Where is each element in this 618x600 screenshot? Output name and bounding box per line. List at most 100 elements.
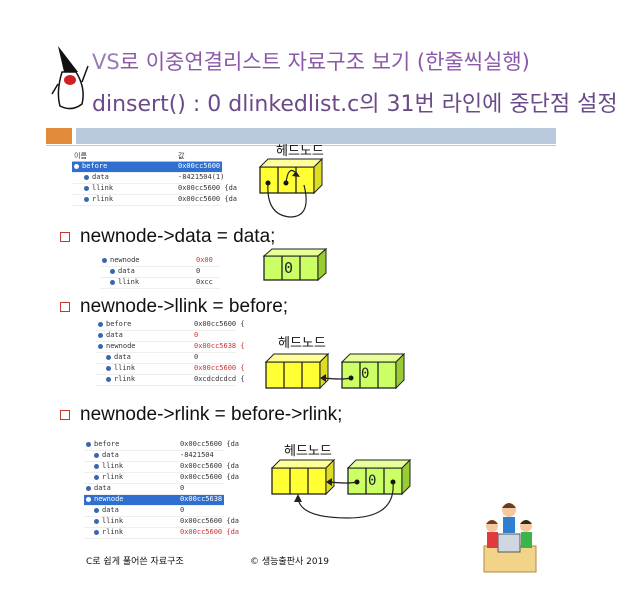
watch-row[interactable]: llink 0xcc (100, 278, 220, 289)
var-value: 0x00cc5600 {da (180, 528, 240, 536)
watch-row[interactable]: before 0x00cc5600 {da (84, 440, 239, 451)
watch-row[interactable]: data 0 (96, 331, 236, 342)
duke-logo-icon (51, 46, 89, 110)
var-name: rlink (114, 375, 136, 383)
new-node-value: 0 (284, 259, 294, 277)
var-value: 0 (196, 267, 201, 275)
var-name: data (106, 331, 123, 339)
kids-computer-illustration (483, 503, 537, 573)
watch-row[interactable]: llink 0x00cc5600 {da (84, 517, 239, 528)
variable-icon (86, 485, 91, 491)
bullet-item-2: newnode->llink = before; (60, 296, 288, 318)
var-name: rlink (92, 195, 114, 203)
var-value: 0x00cc5600 {da (178, 162, 238, 170)
var-value: -8421504 (180, 451, 214, 459)
watch-row[interactable]: rlink 0xcdcdcdcd { (96, 375, 245, 386)
variable-icon (94, 463, 99, 469)
var-name: before (94, 440, 120, 448)
head-node-label: 헤드노드 (276, 144, 324, 159)
var-name: data (114, 353, 131, 361)
var-value: 0x00cc5600 { (194, 320, 245, 328)
var-name: llink (118, 278, 140, 286)
divider-line (46, 145, 556, 146)
watch-row[interactable]: data 0 (84, 506, 224, 517)
var-name: before (82, 162, 108, 170)
watch-row[interactable]: rlink 0x00cc5600 {da (84, 528, 239, 539)
footer-book-title: C로 쉽게 풀어쓴 자료구조 (86, 557, 184, 567)
var-name: before (106, 320, 132, 328)
watch-row[interactable]: before 0x00cc5600 { (96, 320, 245, 331)
variable-icon (110, 268, 115, 274)
bullet-square-icon (60, 409, 70, 420)
variable-icon (94, 507, 99, 513)
bullet-text: newnode->data = data; (80, 226, 276, 247)
variable-icon (86, 496, 91, 502)
var-value: 0x00cc5638 {d (180, 495, 235, 503)
new-node-value: 0 (368, 473, 377, 489)
watch-window-1: 이름 값 before 0x00cc5600 {da data -8421504… (72, 151, 237, 206)
bullet-item-1: newnode->data = data; (60, 226, 275, 248)
watch-row[interactable]: newnode 0x00cc5638 { (96, 342, 245, 353)
watch-row[interactable]: data 0 (84, 484, 224, 495)
var-value: 0xcc (196, 278, 213, 286)
var-value: 0 (180, 506, 185, 514)
var-name: data (118, 267, 135, 275)
accent-bar-orange (46, 128, 72, 144)
title-rest: 로 이중연결리스트 자료구조 보기 (한줄씩실행) (119, 50, 530, 74)
watch-window-3: before 0x00cc5600 { data 0 newnode 0x00c… (96, 320, 245, 386)
var-name: newnode (110, 256, 140, 264)
variable-icon (74, 163, 79, 169)
bullet-text: newnode->llink = before; (80, 296, 289, 317)
variable-icon (84, 196, 89, 202)
head-node-label: 헤드노드 (278, 336, 326, 351)
variable-icon (106, 354, 111, 360)
watch-row[interactable]: llink 0x00cc5600 { (96, 364, 245, 375)
watch-row[interactable]: llink 0x00cc5600 {da (72, 184, 237, 195)
slide-title-line1: VS로 이중연결리스트 자료구조 보기 (한줄씩실행) (92, 46, 530, 76)
var-name: data (102, 506, 119, 514)
var-name: data (102, 451, 119, 459)
watch-row[interactable]: rlink 0x00cc5600 {da (84, 473, 239, 484)
linked-nodes-diagram-3 (264, 352, 406, 390)
watch-row[interactable]: rlink 0x00cc5600 {da (72, 195, 237, 206)
var-value: 0 (180, 484, 185, 492)
watch-row[interactable]: newnode 0x00 (100, 256, 220, 267)
head-node-label: 헤드노드 (284, 444, 332, 459)
variable-icon (102, 257, 107, 263)
watch-header-name: 이름 (74, 152, 87, 160)
var-name: llink (114, 364, 136, 372)
var-name: llink (92, 184, 114, 192)
watch-row-selected[interactable]: newnode 0x00cc5638 {d (84, 495, 235, 506)
variable-icon (94, 452, 99, 458)
bullet-square-icon (60, 301, 70, 312)
new-node-diagram-2 (262, 247, 328, 282)
bullet-text: newnode->rlink = before->rlink; (80, 404, 343, 425)
slide-title-line2: dinsert() : 0 dlinkedlist.c의 31번 라인에 중단점… (92, 92, 618, 117)
var-value: 0 (194, 353, 199, 361)
watch-row[interactable]: data -8421504 (84, 451, 224, 462)
variable-icon (94, 518, 99, 524)
watch-row[interactable]: llink 0x00cc5600 {da (84, 462, 239, 473)
watch-window-2: newnode 0x00 data 0 llink 0xcc (100, 256, 220, 289)
variable-icon (94, 474, 99, 480)
bullet-item-3: newnode->rlink = before->rlink; (60, 404, 342, 426)
watch-header: 이름 값 (72, 151, 222, 162)
var-name: rlink (102, 473, 124, 481)
watch-row[interactable]: data -8421504(1) (72, 173, 224, 184)
variable-icon (106, 376, 111, 382)
watch-row[interactable]: before 0x00cc5600 {da (72, 162, 237, 173)
watch-row[interactable]: data 0 (100, 267, 220, 278)
var-value: 0x00cc5600 { (194, 364, 245, 372)
var-value: 0x00cc5638 { (194, 342, 245, 350)
var-name: data (92, 173, 109, 181)
linked-nodes-diagram-4 (270, 458, 412, 519)
head-node-diagram-1 (258, 157, 324, 218)
variable-icon (84, 174, 89, 180)
var-value: 0x00cc5600 {da (178, 184, 238, 192)
variable-icon (110, 279, 115, 285)
variable-icon (106, 365, 111, 371)
watch-row[interactable]: data 0 (96, 353, 236, 364)
var-name: llink (102, 517, 124, 525)
variable-icon (86, 441, 91, 447)
var-value: 0x00cc5600 {da (180, 440, 240, 448)
